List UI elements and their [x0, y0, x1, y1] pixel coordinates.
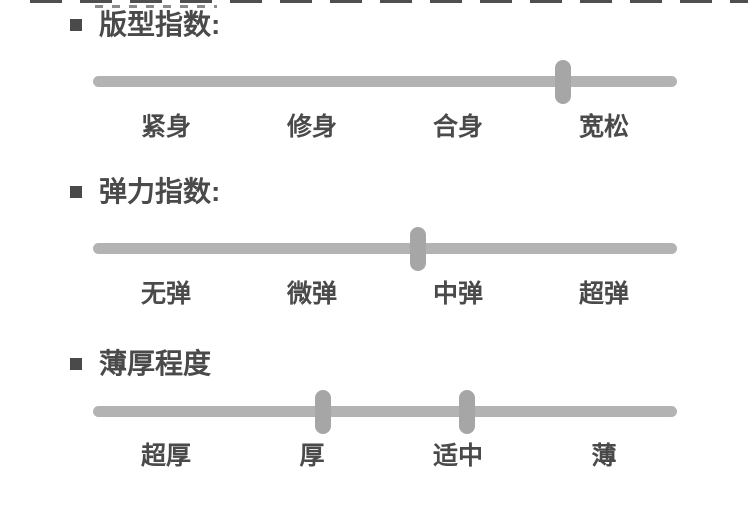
fit-slider-track	[93, 59, 677, 104]
elasticity-slider-labels: 无弹 微弹 中弹 超弹	[93, 278, 677, 310]
section-title: 版型指数:	[99, 9, 221, 40]
scale-label: 合身	[432, 113, 483, 141]
elasticity-slider-handle[interactable]	[409, 226, 426, 271]
scale-label: 宽松	[578, 113, 629, 141]
thickness-slider-track	[93, 389, 677, 434]
scale-label: 修身	[286, 113, 337, 141]
section-title: 弹力指数:	[99, 176, 221, 207]
scale-label: 适中	[432, 442, 483, 470]
scale-label: 厚	[299, 442, 325, 470]
scale-label: 紧身	[140, 113, 191, 141]
scale-label: 微弹	[286, 280, 337, 308]
square-bullet-icon	[70, 186, 82, 198]
section-thickness-heading: 薄厚程度	[70, 347, 211, 381]
fit-slider-handle[interactable]	[555, 59, 572, 104]
square-bullet-icon	[70, 358, 82, 370]
scale-label: 中弹	[432, 280, 483, 308]
section-elasticity-index-heading: 弹力指数:	[70, 175, 220, 209]
scale-label: 薄	[591, 442, 617, 470]
section-fit-index-heading: 版型指数:	[70, 8, 220, 42]
scale-label: 超厚	[140, 442, 191, 470]
elasticity-slider-track	[93, 226, 677, 271]
clipped-text-remnant-secondary	[95, 5, 217, 8]
section-title: 薄厚程度	[99, 348, 212, 379]
thickness-slider-handle-medium[interactable]	[458, 389, 475, 434]
fit-slider-labels: 紧身 修身 合身 宽松	[93, 111, 677, 143]
thickness-slider-labels: 超厚 厚 适中 薄	[93, 440, 677, 472]
square-bullet-icon	[70, 19, 82, 31]
thickness-slider-handle-thick[interactable]	[315, 389, 332, 434]
scale-label: 无弹	[140, 280, 191, 308]
scale-label: 超弹	[578, 280, 629, 308]
clipped-text-remnant	[30, 0, 748, 3]
